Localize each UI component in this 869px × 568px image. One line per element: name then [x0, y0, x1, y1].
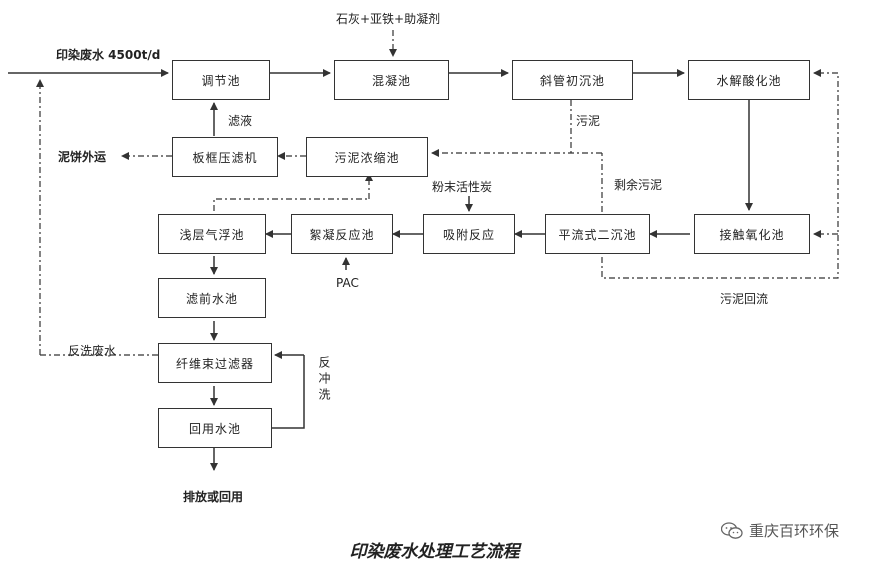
reuse-water-tank: 回用水池	[158, 408, 272, 448]
chemicals-label: 石灰+亚铁+助凝剂	[336, 12, 441, 26]
sludge-return-label: 污泥回流	[720, 292, 769, 306]
pre-filter-tank: 滤前水池	[158, 278, 266, 318]
shallow-flotation-tank: 浅层气浮池	[158, 214, 266, 254]
discharge-label: 排放或回用	[183, 490, 244, 504]
backwash-loop	[272, 355, 305, 429]
advection-settler: 平流式二沉池	[545, 214, 650, 254]
scum-line	[213, 198, 369, 211]
filter-press: 板框压滤机	[172, 137, 278, 177]
sludge-label: 污泥	[576, 114, 601, 128]
diagram-caption: 印染废水处理工艺流程	[349, 542, 520, 562]
sludge-thickener: 污泥浓缩池	[306, 137, 428, 177]
flocculation-tank: 絮凝反应池	[291, 214, 393, 254]
excess-sludge-label: 剩余污泥	[614, 178, 663, 192]
wechat-icon	[720, 521, 743, 539]
regulating-tank: 调节池	[172, 60, 270, 100]
influent-label: 印染废水 4500t/d	[56, 48, 161, 62]
watermark-text: 重庆百环环保	[748, 522, 839, 540]
hydrolysis-tank: 水解酸化池	[688, 60, 810, 100]
inclined-settler: 斜管初沉池	[512, 60, 633, 100]
powder-carbon-label: 粉末活性炭	[432, 180, 493, 194]
backwash-waste-label: 反洗废水	[68, 344, 117, 358]
sludge-return-line	[601, 73, 839, 279]
fiber-bundle-filter: 纤维束过滤器	[158, 343, 272, 383]
backwash-label: 反冲洗	[317, 356, 331, 404]
adsorption-reactor: 吸附反应	[423, 214, 515, 254]
watermark: 重庆百环环保	[720, 520, 839, 541]
pac-label: PAC	[336, 276, 359, 290]
contact-oxidation-tank: 接触氧化池	[694, 214, 810, 254]
cake-out-label: 泥饼外运	[58, 150, 107, 164]
filtrate-label: 滤液	[228, 114, 253, 128]
coagulation-tank: 混凝池	[334, 60, 449, 100]
